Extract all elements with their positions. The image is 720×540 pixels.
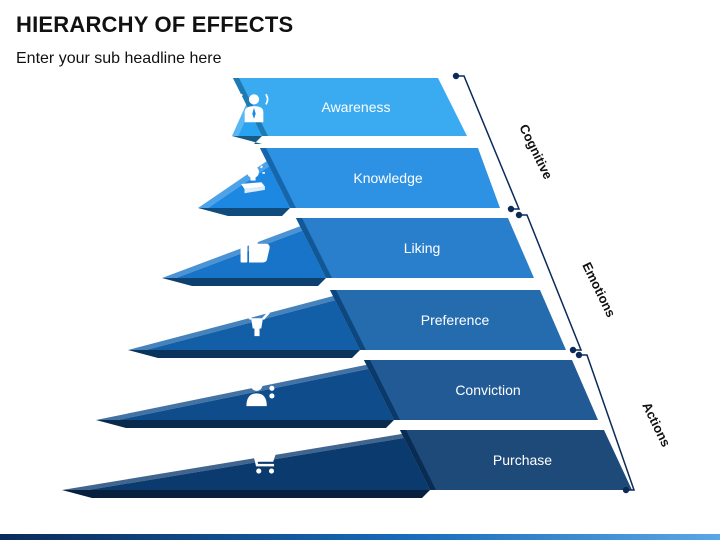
tier-label: Purchase (493, 452, 552, 468)
bracket-dot-bottom (507, 205, 515, 213)
tier-bottom-edge (128, 350, 360, 358)
tier-bottom-edge (96, 420, 394, 428)
tier-label-band (330, 290, 566, 350)
tier-label: Liking (404, 240, 441, 256)
pyramid-tier: Purchase (62, 430, 632, 498)
tier-label: Conviction (455, 382, 520, 398)
bracket-dot-top (575, 351, 583, 359)
tier-label: Knowledge (353, 170, 422, 186)
tier-left-facet (162, 218, 336, 278)
tier-label-band (400, 430, 632, 490)
thumbs-up-icon (240, 234, 270, 263)
pyramid-tier: Conviction (96, 360, 598, 428)
tier-left-facet (128, 290, 374, 350)
tier-label: Awareness (321, 99, 390, 115)
group-label: Cognitive (516, 122, 555, 182)
slide-title: HIERARCHY OF EFFECTS (16, 12, 294, 37)
pyramid-tier: Preference (128, 290, 566, 358)
tier-label: Preference (421, 312, 490, 328)
group-label: Emotions (579, 260, 618, 320)
tier-icon-face (118, 360, 412, 420)
footer-accent-bar (0, 534, 720, 540)
slide-subtitle: Enter your sub headline here (16, 50, 222, 67)
bracket-dot-bottom (569, 346, 577, 354)
bracket-line (579, 354, 636, 491)
tier-divider (296, 218, 332, 278)
pyramid-tier: Liking (162, 218, 534, 286)
tier-divider (330, 290, 366, 350)
bracket-line (519, 214, 583, 351)
pyramid-tier: Knowledge (198, 148, 500, 216)
tier-divider (400, 430, 436, 490)
group-label: Actions (639, 400, 673, 449)
bracket-dot-top (452, 72, 460, 80)
tier-label-band (260, 148, 500, 208)
tier-bottom-edge (62, 490, 430, 498)
tier-divider (260, 148, 296, 208)
tier-bottom-edge (198, 208, 290, 216)
bracket-dot-top (515, 211, 523, 219)
bracket-dot-bottom (622, 486, 630, 494)
tier-bottom-edge (232, 136, 262, 144)
tier-label-band (296, 218, 534, 278)
tier-label-band (233, 78, 467, 136)
pyramid-tier: Awareness (232, 78, 467, 144)
tier-label-band (364, 360, 598, 420)
tier-divider (364, 360, 400, 420)
bracket-line (456, 75, 521, 210)
tier-bottom-edge (162, 278, 326, 286)
